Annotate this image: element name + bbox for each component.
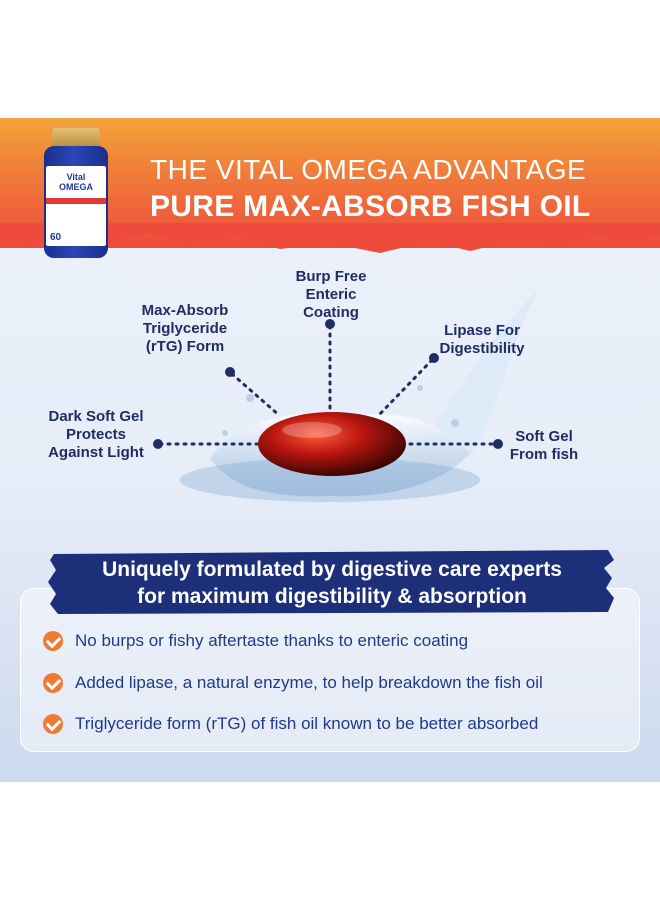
softgel-capsule [258, 412, 406, 476]
bottle-brand: Vital OMEGA [48, 172, 104, 192]
callout-burp-free-l1: Burp Free [295, 268, 367, 285]
bottle-stripe [46, 198, 106, 204]
splash-scene [153, 288, 540, 502]
callout-lines [158, 324, 498, 446]
bottle-cap [52, 128, 100, 148]
message-brush-banner [48, 550, 614, 614]
callout-lipase: Lipase For Digestibility [420, 322, 544, 358]
check-icon [43, 631, 63, 651]
line-lipase [376, 358, 434, 418]
check-icon [43, 673, 63, 693]
droplet [417, 385, 423, 391]
callout-max-absorb-l3: (rTG) Form [145, 338, 225, 355]
headline-fish-oil: PURE MAX-ABSORB FISH OIL [150, 190, 591, 223]
benefit-item: Triglyceride form (rTG) of fish oil know… [43, 714, 538, 734]
callout-max-absorb-l1: Max-Absorb [141, 302, 229, 319]
infographic: Vital OMEGA 60 THE VITAL OMEGA ADVANTAGE… [0, 118, 660, 782]
bottle-count: 60 [50, 232, 62, 243]
dot-dark-gel [153, 439, 163, 449]
water-shadow [180, 458, 480, 502]
check-icon [43, 714, 63, 734]
product-bottle: Vital OMEGA 60 [38, 128, 114, 258]
callout-dark-gel-l3: Against Light [48, 444, 144, 461]
callout-soft-gel-l1: Soft Gel [515, 428, 573, 445]
callout-dark-gel-l1: Dark Soft Gel [48, 408, 144, 425]
dot-max-absorb [225, 367, 235, 377]
droplet [246, 394, 254, 402]
callout-burp-free-l3: Coating [303, 304, 359, 321]
benefit-text: No burps or fishy aftertaste thanks to e… [75, 631, 469, 650]
benefit-text: Triglyceride form (rTG) of fish oil know… [75, 714, 539, 733]
capsule-highlight [282, 422, 342, 438]
message-line-1: Uniquely formulated by digestive care ex… [102, 558, 562, 581]
callout-max-absorb-l2: Triglyceride [142, 320, 228, 337]
dot-soft-gel [493, 439, 503, 449]
line-max-absorb [230, 372, 282, 418]
bottle-brand-line2: OMEGA [58, 182, 93, 192]
dot-burp-free [325, 319, 335, 329]
callout-burp-free: Burp Free Enteric Coating [276, 268, 386, 322]
headline-advantage: THE VITAL OMEGA ADVANTAGE [150, 154, 587, 185]
callout-soft-gel-l2: From fish [509, 446, 579, 463]
message-line-2: for maximum digestibility & absorption [137, 585, 527, 608]
torn-edge [0, 223, 660, 253]
wave-crest [420, 288, 540, 458]
bottle-label [46, 166, 106, 246]
callout-soft-gel: Soft Gel From fish [504, 428, 584, 464]
benefits-card: No burps or fishy aftertaste thanks to e… [20, 588, 640, 752]
callout-burp-free-l2: Enteric [305, 286, 357, 303]
dot-lipase [429, 353, 439, 363]
benefit-item: No burps or fishy aftertaste thanks to e… [43, 631, 468, 651]
bottle-brand-line1: Vital [66, 172, 86, 182]
callout-lipase-l2: Digestibility [439, 340, 525, 357]
droplet [222, 430, 228, 436]
callout-dark-gel-l2: Protects [65, 426, 127, 443]
droplet [451, 419, 459, 427]
callout-max-absorb: Max-Absorb Triglyceride (rTG) Form [120, 302, 250, 356]
callout-dark-gel: Dark Soft Gel Protects Against Light [36, 408, 156, 462]
callout-lipase-l1: Lipase For [444, 322, 520, 339]
benefit-item: Added lipase, a natural enzyme, to help … [43, 673, 543, 693]
benefit-text: Added lipase, a natural enzyme, to help … [75, 673, 543, 692]
